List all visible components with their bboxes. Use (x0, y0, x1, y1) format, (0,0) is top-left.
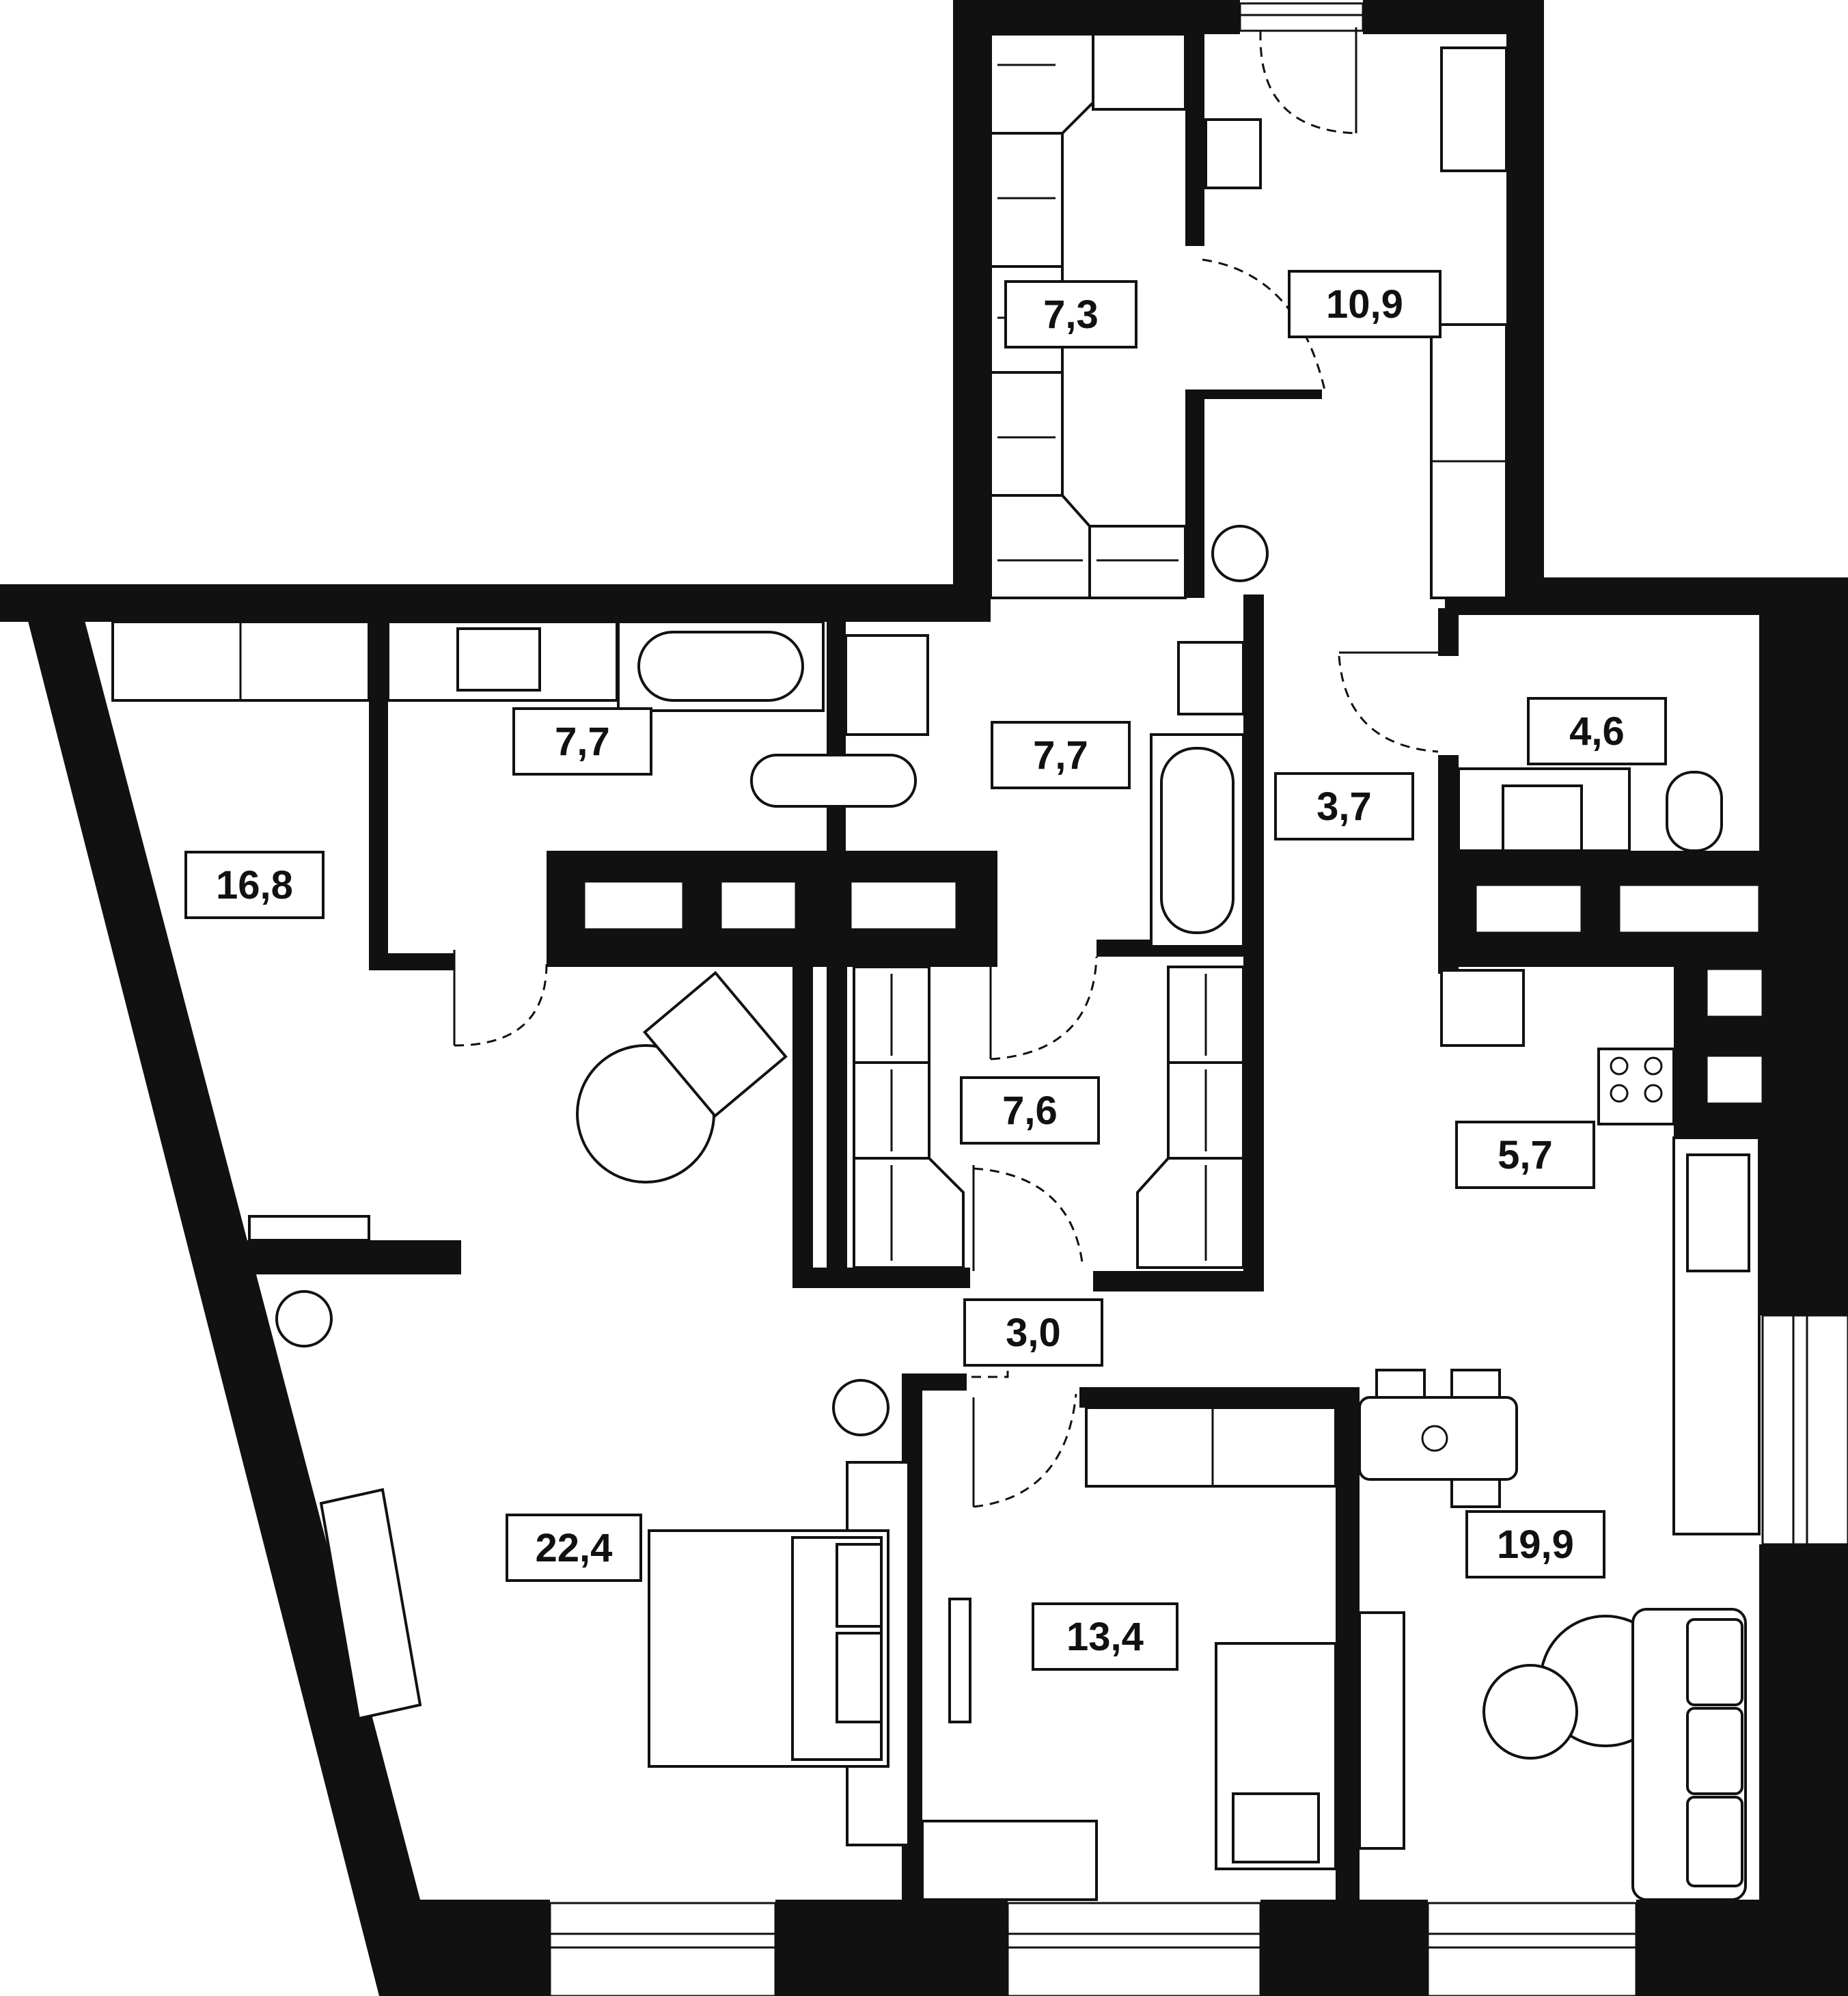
area-label-bathroom-left: 7,7 (512, 707, 652, 776)
upper-wall-left (953, 0, 991, 622)
furniture (248, 46, 1747, 1901)
area-label-bedroom-left: 16,8 (184, 851, 325, 919)
interior-walls (236, 34, 1764, 1906)
window-bottom-1 (549, 1902, 777, 1996)
outer-wall-bottom-3 (1260, 1900, 1428, 1996)
windows (549, 2, 1848, 1996)
area-label-hall-top: 10,9 (1288, 270, 1442, 338)
kitchen (1358, 969, 1761, 1535)
window-bottom-3 (1426, 1902, 1638, 1996)
area-label-corridor-right: 3,7 (1274, 772, 1414, 840)
wardrobes (111, 33, 1508, 1488)
area-label-bedroom-middle: 13,4 (1032, 1602, 1178, 1671)
bathroom-fixtures (387, 620, 1723, 948)
window-top (1239, 2, 1364, 32)
outer-wall-top-left (0, 584, 991, 622)
window-right (1761, 1314, 1848, 1546)
outer-wall-right-upper (1759, 577, 1848, 1315)
outer-wall-left (0, 584, 420, 1996)
area-label-bathroom-middle: 7,7 (991, 721, 1131, 789)
window-bottom-2 (1006, 1902, 1262, 1996)
upper-wall-top-left (953, 0, 1240, 34)
area-label-kitchen-niche: 5,7 (1455, 1121, 1595, 1189)
outer-wall-bottom-1 (383, 1900, 550, 1996)
area-label-walk-in-closet-middle: 7,6 (960, 1076, 1100, 1145)
upper-wall-right (1506, 0, 1544, 601)
area-label-kitchen-living: 19,9 (1465, 1510, 1605, 1578)
area-label-wc: 4,6 (1527, 697, 1667, 765)
outer-wall-right-lower (1759, 1544, 1848, 1906)
outer-wall-bottom-2 (775, 1900, 1008, 1996)
area-label-living-room-left: 22,4 (506, 1514, 642, 1582)
outer-wall-bottom-4 (1636, 1900, 1848, 1996)
area-label-corridor-middle: 3,0 (963, 1298, 1103, 1367)
area-label-walk-in-closet-top: 7,3 (1004, 280, 1137, 348)
door-swings (453, 27, 1442, 1508)
